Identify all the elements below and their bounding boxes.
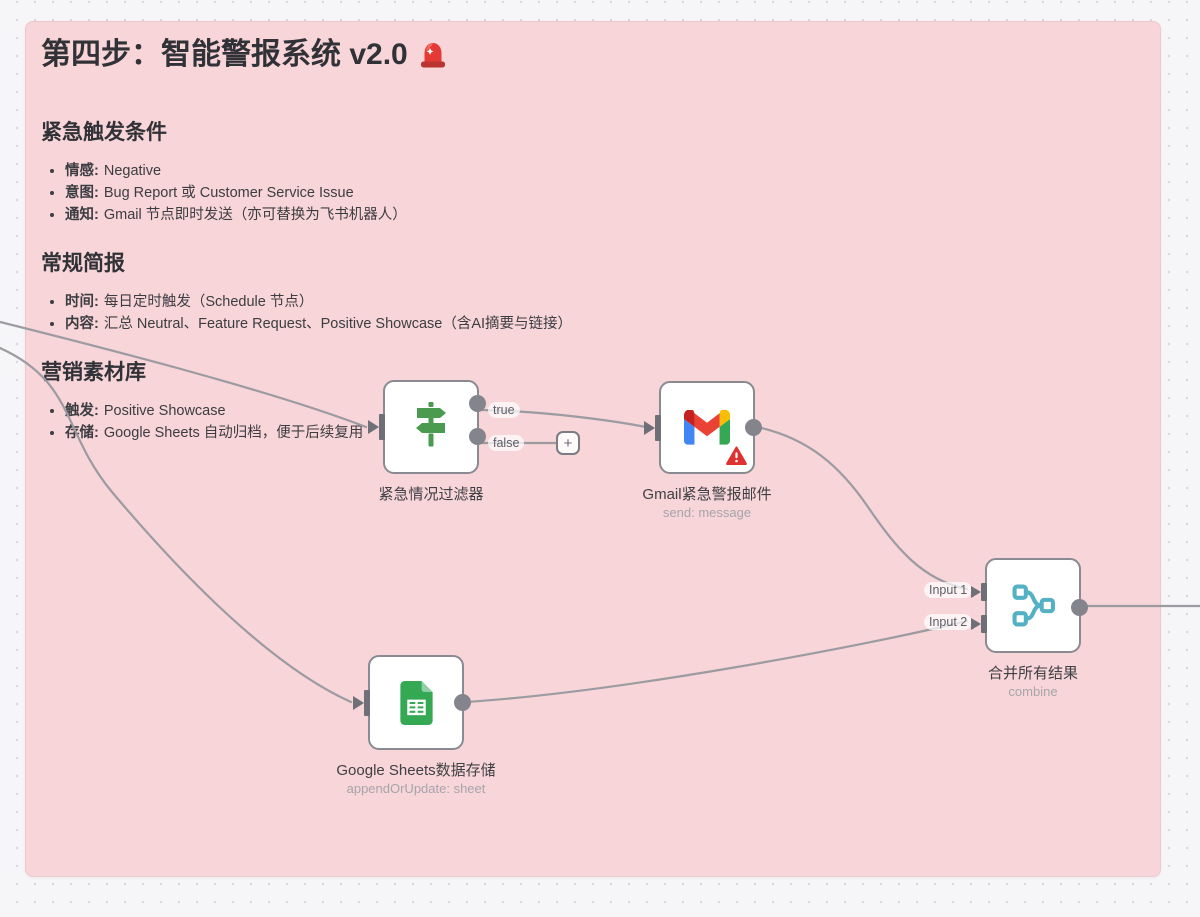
gmail-icon [684, 410, 730, 445]
sheets-output-port[interactable] [454, 694, 471, 711]
section-heading: 营销素材库 [41, 361, 146, 384]
sticky-title: 第四步：智能警报系统 v2.0 [41, 35, 1140, 75]
node-subtitle: appendOrUpdate: sheet [346, 781, 486, 796]
sticky-note[interactable]: 第四步：智能警报系统 v2.0 紧急触发条件 情感:Negative 意图:Bu… [25, 21, 1161, 877]
gmail-output-port[interactable] [745, 419, 762, 436]
filter-output-false-port[interactable] [469, 428, 486, 445]
plus-icon: + [563, 434, 573, 452]
bullet-list: 触发:Positive Showcase 存储:Google Sheets 自动… [41, 400, 1140, 444]
merge-output-port[interactable] [1071, 599, 1088, 616]
connection-left-to-sheets[interactable] [0, 346, 353, 704]
input-label-2: Input 2 [924, 614, 973, 630]
output-label-false: false [488, 435, 525, 451]
warning-icon [726, 446, 747, 465]
list-item: 意图:Bug Report 或 Customer Service Issue [65, 182, 1140, 204]
list-item: 通知:Gmail 节点即时发送（亦可替换为飞书机器人） [65, 204, 1140, 226]
merge-node-icon [1011, 583, 1056, 628]
node-gmail[interactable]: Gmail紧急警报邮件 send: message [642, 381, 772, 520]
node-title: 紧急情况过滤器 [378, 486, 484, 503]
node-filter[interactable]: 紧急情况过滤器 [368, 380, 486, 503]
switch-node-icon [409, 399, 453, 455]
filter-output-true-port[interactable] [469, 395, 486, 412]
node-title: Google Sheets数据存储 [336, 762, 496, 779]
sheets-input-port[interactable] [353, 689, 370, 716]
connection-gmail-to-merge-input1[interactable] [755, 425, 969, 591]
node-subtitle: combine [1008, 684, 1058, 699]
bullet-list: 时间:每日定时触发（Schedule 节点） 内容:汇总 Neutral、Fea… [41, 291, 1140, 335]
merge-input1-port[interactable] [971, 583, 987, 601]
node-google-sheets[interactable]: Google Sheets数据存储 appendOrUpdate: sheet [336, 655, 496, 796]
bullet-list: 情感:Negative 意图:Bug Report 或 Customer Ser… [41, 160, 1140, 226]
node-title: Gmail紧急警报邮件 [642, 486, 772, 503]
list-item: 时间:每日定时触发（Schedule 节点） [65, 291, 1140, 313]
list-item: 触发:Positive Showcase [65, 400, 1140, 422]
node-merge[interactable]: 合并所有结果 combine [971, 558, 1088, 699]
add-node-button[interactable]: + [556, 431, 580, 455]
input-label-1: Input 1 [924, 582, 973, 598]
siren-emoji-icon [418, 40, 448, 70]
connection-left-to-filter[interactable] [0, 320, 368, 429]
list-item: 内容:汇总 Neutral、Feature Request、Positive S… [65, 313, 1140, 335]
list-item: 情感:Negative [65, 160, 1140, 182]
connection-sheets-to-merge-input2[interactable] [464, 619, 969, 704]
node-subtitle: send: message [662, 505, 752, 520]
merge-input2-port[interactable] [971, 615, 987, 633]
google-sheets-icon [399, 680, 433, 725]
gmail-input-port[interactable] [644, 414, 661, 441]
node-title: 合并所有结果 [987, 665, 1079, 682]
section-heading: 紧急触发条件 [41, 121, 167, 144]
output-label-true: true [488, 402, 520, 418]
filter-input-port[interactable] [368, 414, 385, 440]
section-heading: 常规简报 [41, 252, 125, 275]
